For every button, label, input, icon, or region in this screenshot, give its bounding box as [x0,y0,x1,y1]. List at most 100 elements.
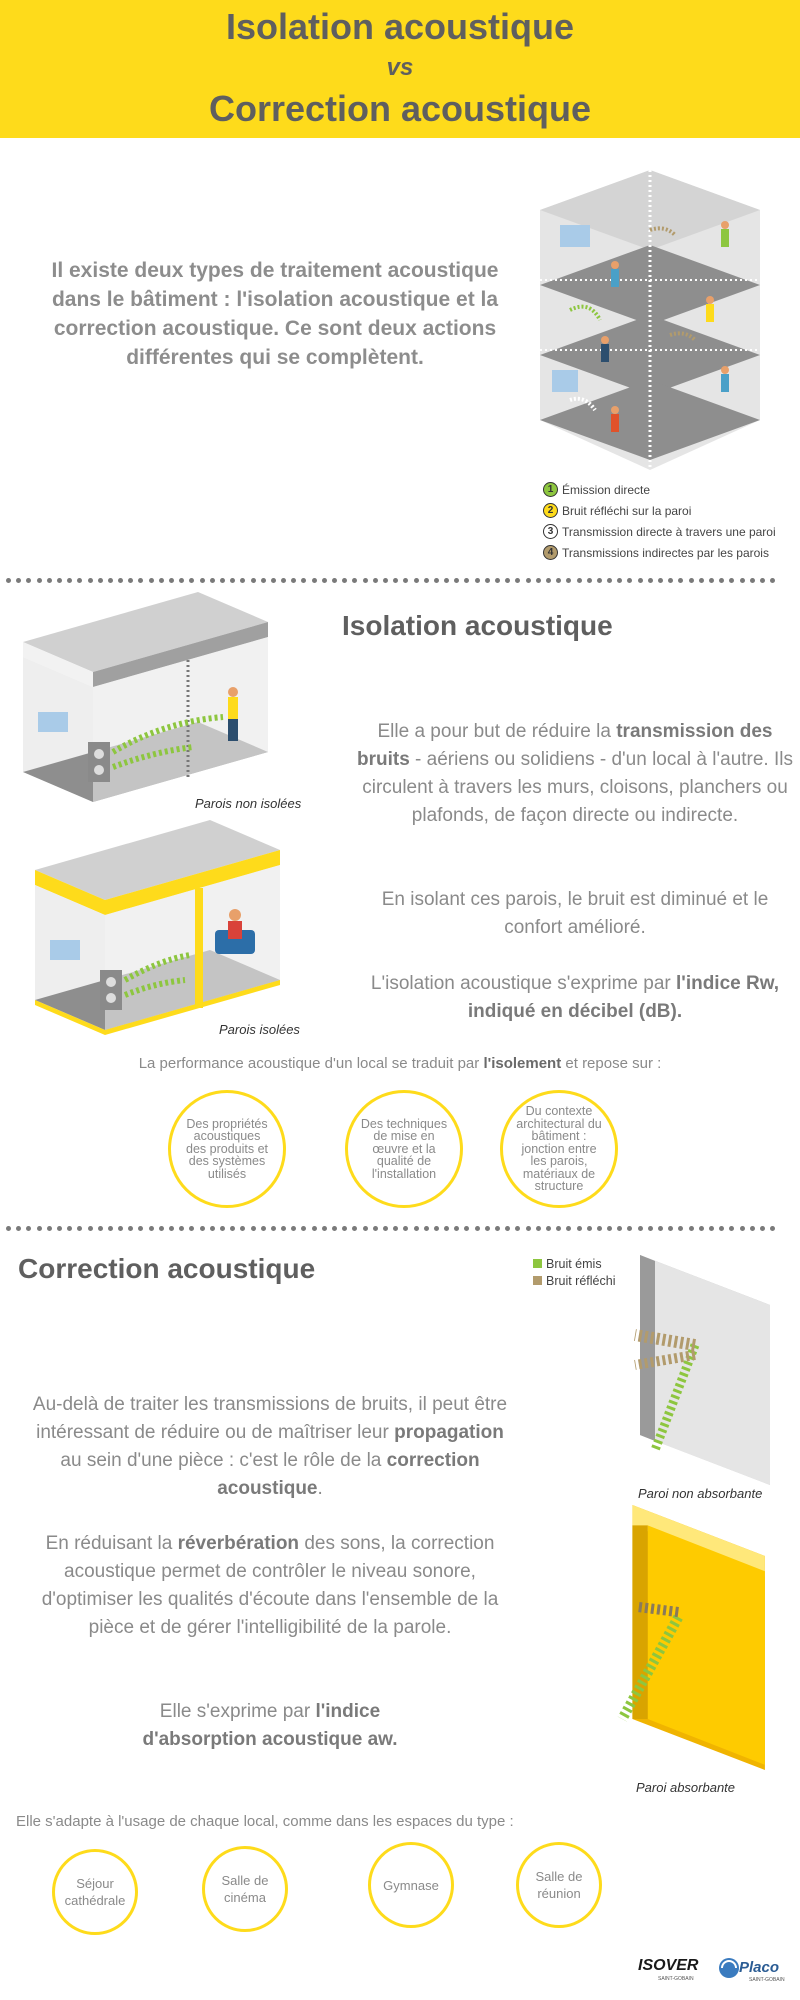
criteria-circle: Des propriétés acoustiques des produits … [168,1090,286,1208]
dot [607,1226,613,1231]
non-isolated-walls-illustration [23,592,268,802]
dot [647,578,653,583]
dot [484,1226,490,1231]
svg-text:ISOVER: ISOVER [638,1957,699,1974]
dot [270,578,276,583]
dot [759,578,765,583]
dot [688,1226,694,1231]
dot [770,1226,776,1231]
legend-number: 3 [543,524,558,539]
caption-non-absorbing: Paroi non absorbante [638,1486,763,1501]
isolation-p1-text: Elle a pour but de réduire la [377,721,617,742]
legend-number: 4 [543,545,558,560]
dot [46,578,52,583]
legend-label: Transmission directe à travers une paroi [562,524,776,539]
dot [6,578,11,583]
dot [393,1226,399,1231]
isolated-walls-illustration [35,820,280,1035]
dot [637,578,643,583]
dot [56,1226,62,1231]
dot [189,578,195,583]
dot [332,578,337,583]
dot [382,1226,388,1231]
dot [576,578,582,583]
dot [342,1226,348,1231]
legend-item: 4 Transmissions indirectes par les paroi… [543,542,793,563]
dot [372,578,378,583]
dot [566,1226,572,1231]
dot [556,1226,562,1231]
legend: 1 Émission directe 2 Bruit réfléchi sur … [543,479,793,563]
dot [230,1226,236,1231]
dot [444,1226,450,1231]
perf-text: La performance acoustique d'un local se … [138,1055,484,1072]
dot [26,1226,32,1231]
dot [158,1226,164,1231]
dot [729,578,735,583]
dot [26,578,32,583]
dot [128,1226,134,1231]
dot [403,1226,409,1231]
dot [749,578,755,583]
dot [617,578,623,583]
dot [219,1226,225,1231]
dot [607,578,613,583]
dot [77,1226,83,1231]
dot [698,578,704,583]
svg-text:Placo: Placo [739,1959,779,1976]
dot [637,1226,643,1231]
dot [423,1226,429,1231]
header-vs: vs [386,54,414,81]
dot [535,578,541,583]
dot [250,1226,256,1231]
dot [97,1226,103,1231]
dot [67,578,73,583]
absorbing-wall-illustration [617,1505,765,1770]
dot [199,1226,205,1231]
dot [708,578,714,583]
dot [230,578,236,583]
dot [515,578,521,583]
brand-logos: ISOVER SAINT-GOBAIN Placo SAINT-GOBAIN [636,1950,786,1986]
dot [770,578,776,583]
performance-text: La performance acoustique d'un local se … [0,1055,800,1072]
brown-square-icon [533,1276,542,1285]
dot [219,578,225,583]
dot [301,1226,307,1231]
dot [179,1226,185,1231]
dot [474,1226,480,1231]
dot [372,1226,378,1231]
dot [352,578,358,583]
dot [464,578,470,583]
dot [250,578,256,583]
dot [321,578,327,583]
legend-emitted: Bruit émis [533,1256,615,1273]
dot [749,1226,755,1231]
perf-text-end: et repose sur : [561,1055,662,1072]
isolation-p1-bold: transmission des bruits [356,721,773,770]
green-square-icon [533,1259,542,1268]
dot [6,1226,11,1231]
dot [474,578,480,583]
dot [352,1226,358,1231]
room-type-circle: Salle de cinéma [202,1846,288,1932]
dot [525,1226,531,1231]
correction-p1-text-end: . [317,1478,323,1499]
legend-number: 2 [543,503,558,518]
dot [617,1226,623,1231]
dot [454,578,460,583]
dot [515,1226,521,1231]
dot [678,578,684,583]
dot [698,1226,704,1231]
dot [46,1226,52,1231]
dot [56,578,62,583]
dot [77,578,83,583]
dot [545,578,551,583]
correction-p2-bold: réverbération [177,1533,300,1554]
isolation-p1-text-end: - aériens ou solidiens - d'un local à l'… [362,749,793,826]
dot [535,1226,541,1231]
dot [759,1226,765,1231]
building-illustration [540,170,760,470]
caption-non-isolated: Parois non isolées [195,796,302,811]
dot [596,1226,602,1231]
